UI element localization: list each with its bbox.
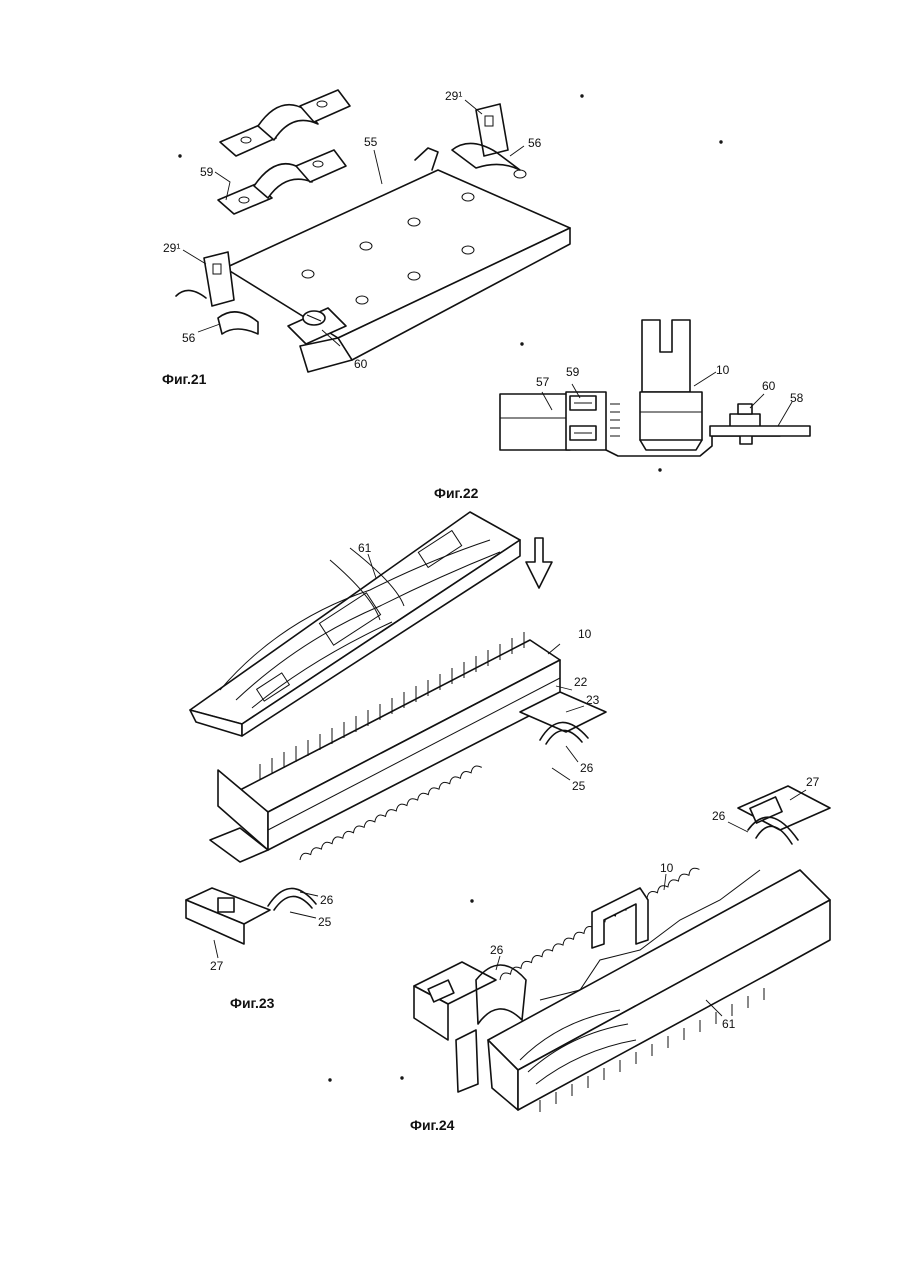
fig24-ref-26-right: 26 [712, 809, 726, 823]
fig24-assembly [414, 786, 830, 1112]
fig22-ref-60: 60 [762, 379, 776, 393]
fig21-clamp-strips [218, 90, 350, 214]
fig23-ref-23: 23 [586, 693, 600, 707]
fig23-ref-10: 10 [578, 627, 592, 641]
fig23-ref-27: 27 [210, 959, 224, 973]
figure-21: 55 59 29¹ 56 29¹ 56 60 Фиг.21 [162, 89, 570, 387]
fig24-ref-10: 10 [660, 861, 674, 875]
fig23-insertion-arrow [526, 538, 552, 588]
fig22-ref-10: 10 [716, 363, 730, 377]
figure-24: 27 26 10 26 61 Фиг.24 [410, 775, 830, 1133]
fig22-caption: Фиг.22 [434, 485, 479, 501]
fig23-ref-26-right: 26 [580, 761, 594, 775]
fig24-ref-61: 61 [722, 1017, 736, 1031]
figure-22: 57 59 10 60 58 Фиг.22 [434, 320, 810, 501]
fig21-ref-29-left: 29¹ [163, 241, 180, 255]
fig24-ref-27: 27 [806, 775, 820, 789]
fig21-ref-56-right: 56 [528, 136, 542, 150]
fig21-ref-29-right: 29¹ [445, 89, 462, 103]
fig23-ref-25-left: 25 [318, 915, 332, 929]
figure-23: 61 10 22 23 26 25 26 25 27 Фиг.23 [186, 512, 606, 1011]
fig21-caption: Фиг.21 [162, 371, 207, 387]
fig23-caption: Фиг.23 [230, 995, 275, 1011]
fig22-ref-58: 58 [790, 391, 804, 405]
fig21-ref-55: 55 [364, 135, 378, 149]
fig23-ref-25-right: 25 [572, 779, 586, 793]
fig21-ref-59: 59 [200, 165, 214, 179]
fig21-ref-60: 60 [354, 357, 368, 371]
fig23-ref-61: 61 [358, 541, 372, 555]
fig21-ref-56-left: 56 [182, 331, 196, 345]
fig24-ref-26-left: 26 [490, 943, 504, 957]
fig23-ref-22: 22 [574, 675, 588, 689]
fig22-ref-59: 59 [566, 365, 580, 379]
fig22-ref-57: 57 [536, 375, 550, 389]
fig23-ref-26-left: 26 [320, 893, 334, 907]
fig24-caption: Фиг.24 [410, 1117, 455, 1133]
